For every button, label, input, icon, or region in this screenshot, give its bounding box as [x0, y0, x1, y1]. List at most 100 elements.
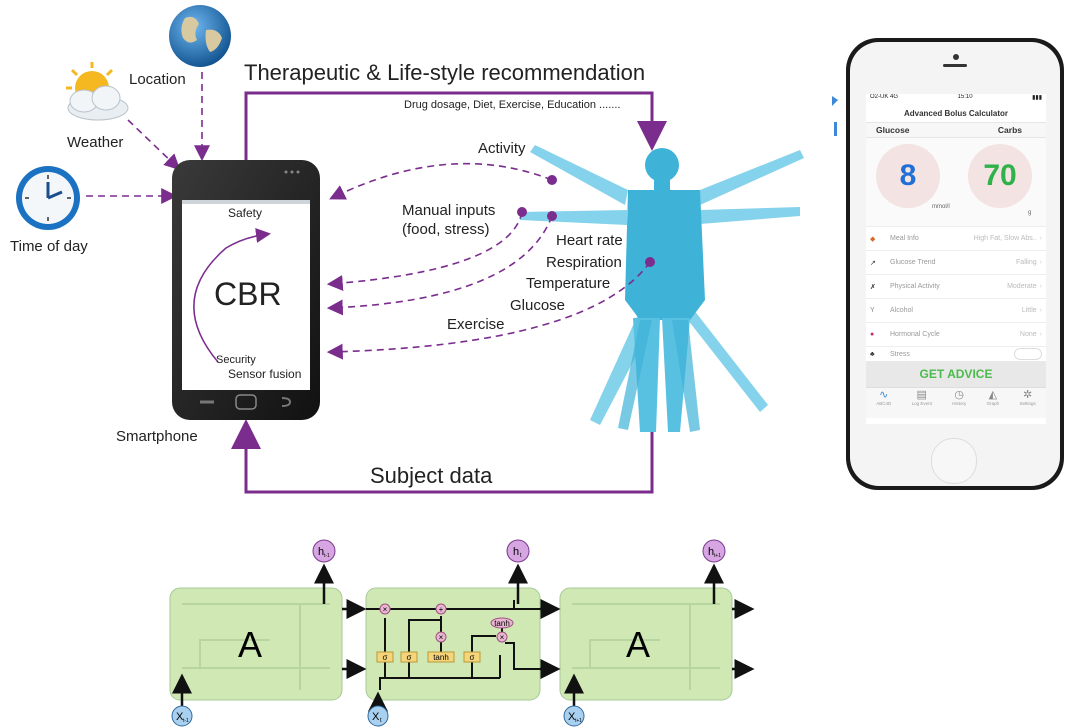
row-label: Physical Activity: [890, 283, 940, 290]
svg-text:tanh: tanh: [494, 619, 510, 628]
weather-label: Weather: [67, 134, 124, 151]
svg-text:tanh: tanh: [433, 653, 449, 662]
graph-icon: ◭: [988, 389, 998, 401]
svg-text:t: t: [520, 553, 522, 559]
smartphone-label: Smartphone: [116, 428, 198, 445]
glucose-unit: mmol/l: [932, 204, 950, 210]
svg-text:t-1: t-1: [324, 553, 330, 559]
row-label: Meal Info: [890, 235, 919, 242]
recommendation-arrow: [244, 91, 667, 163]
glucose-label: Glucose: [510, 297, 566, 314]
status-carrier: O2-UK 4G: [870, 94, 899, 100]
svg-text:t+1: t+1: [575, 718, 582, 724]
log-icon: ▤: [916, 389, 927, 401]
status-bar: O2-UK 4G 15:10 ▮▮▮: [866, 94, 1046, 104]
carbs-unit: g: [1028, 210, 1032, 216]
activity-label: Activity: [478, 140, 526, 157]
manual-inputs-sub-label: (food, stress): [402, 221, 490, 238]
blue-mark: [834, 122, 837, 136]
exercise-label: Exercise: [447, 316, 505, 333]
cell-a-label-next: A: [626, 624, 650, 665]
heart-rate-label: Heart rate: [556, 232, 623, 249]
svg-text:X: X: [568, 711, 576, 723]
abc4d-icon: ∿: [879, 389, 889, 401]
get-advice-button[interactable]: GET ADVICE: [866, 361, 1046, 387]
cycle-icon: ●: [870, 331, 875, 338]
value-circles: 8 mmol/l 70 g: [866, 138, 1046, 226]
row-value: High Fat, Slow Abs..: [973, 235, 1037, 242]
list-item[interactable]: ✗ Physical Activity Moderate›: [866, 274, 1046, 298]
svg-text:+: +: [439, 605, 444, 614]
smartphone: [172, 160, 320, 420]
svg-text:h: h: [513, 546, 519, 558]
stress-toggle[interactable]: [1014, 348, 1042, 360]
phone-cbr: CBR: [214, 276, 282, 312]
svg-text:t: t: [380, 718, 382, 724]
app-screen: O2-UK 4G 15:10 ▮▮▮ Advanced Bolus Calcul…: [866, 94, 1046, 424]
cell-internal-wiring: [366, 600, 540, 690]
tab-graph[interactable]: ◭Graph: [986, 389, 1000, 406]
svg-text:×: ×: [500, 633, 505, 642]
row-value: Moderate: [1007, 283, 1037, 290]
meal-icon: ◆: [870, 235, 876, 243]
svg-text:t+1: t+1: [714, 553, 721, 559]
temperature-label: Temperature: [526, 275, 611, 292]
row-label: Glucose Trend: [890, 259, 936, 266]
svg-text:×: ×: [439, 633, 444, 642]
list-item[interactable]: ♣ Stress: [866, 346, 1046, 361]
svg-text:×: ×: [383, 605, 388, 614]
time-of-day-label: Time of day: [10, 238, 88, 255]
phone-safety: Safety: [228, 206, 263, 220]
carbs-value[interactable]: 70: [968, 144, 1032, 208]
list-item[interactable]: Y Alcohol Little›: [866, 298, 1046, 322]
globe-icon: [169, 5, 231, 67]
cell-a-label-prev: A: [238, 624, 262, 665]
pointwise-ops: × + × × tanh: [379, 603, 514, 643]
clock-icon: [16, 166, 80, 230]
row-label: Alcohol: [890, 307, 913, 314]
settings-list: ◆ Meal Info High Fat, Slow Abs..› ↗ Gluc…: [866, 226, 1046, 361]
gate-boxes: σ σ tanh σ: [376, 651, 481, 663]
respiration-label: Respiration: [546, 254, 622, 271]
cell-connections: [342, 599, 755, 679]
human-body: [520, 145, 804, 432]
phone-sensor-fusion: Sensor fusion: [228, 367, 302, 381]
glass-icon: Y: [870, 307, 875, 314]
list-item[interactable]: ↗ Glucose Trend Falling›: [866, 250, 1046, 274]
manual-inputs-label: Manual inputs: [402, 202, 496, 219]
subject-data-arrow: [231, 419, 654, 494]
speaker-icon: [943, 64, 967, 67]
location-label: Location: [129, 71, 186, 88]
tab-abc4d[interactable]: ∿ABC4D: [876, 389, 892, 406]
carbs-header: Carbs: [997, 125, 1022, 135]
tab-history[interactable]: ◷History: [952, 389, 967, 406]
home-button[interactable]: [931, 438, 977, 484]
row-label: Hormonal Cycle: [890, 331, 940, 338]
glucose-value[interactable]: 8: [876, 144, 940, 208]
tab-log-event[interactable]: ▤Log Event: [911, 389, 932, 406]
glucose-header: Glucose: [876, 125, 910, 135]
recommendation-detail: Drug dosage, Diet, Exercise, Education .…: [404, 99, 621, 111]
value-header: Glucose Carbs: [866, 122, 1046, 138]
status-time: 15:10: [957, 94, 973, 100]
list-item[interactable]: ◆ Meal Info High Fat, Slow Abs..›: [866, 226, 1046, 250]
tab-bar: ∿ABC4D ▤Log Event ◷History ◭Graph ✲Setti…: [866, 387, 1046, 418]
row-value: Falling: [1016, 259, 1037, 266]
camera-icon: [953, 54, 959, 60]
signal-arrows: [326, 162, 651, 360]
svg-text:h: h: [318, 546, 324, 558]
output-arrows: [314, 563, 724, 604]
svg-text:X: X: [372, 711, 380, 723]
tab-settings[interactable]: ✲Settings: [1019, 389, 1036, 406]
history-icon: ◷: [954, 389, 965, 401]
svg-text:σ: σ: [383, 653, 388, 662]
app-title: Advanced Bolus Calculator: [903, 109, 1009, 118]
row-value: None: [1019, 331, 1037, 338]
subject-data-label: Subject data: [370, 463, 493, 488]
stress-icon: ♣: [870, 350, 875, 358]
list-item[interactable]: ● Hormonal Cycle None›: [866, 322, 1046, 346]
svg-text:σ: σ: [407, 653, 412, 662]
